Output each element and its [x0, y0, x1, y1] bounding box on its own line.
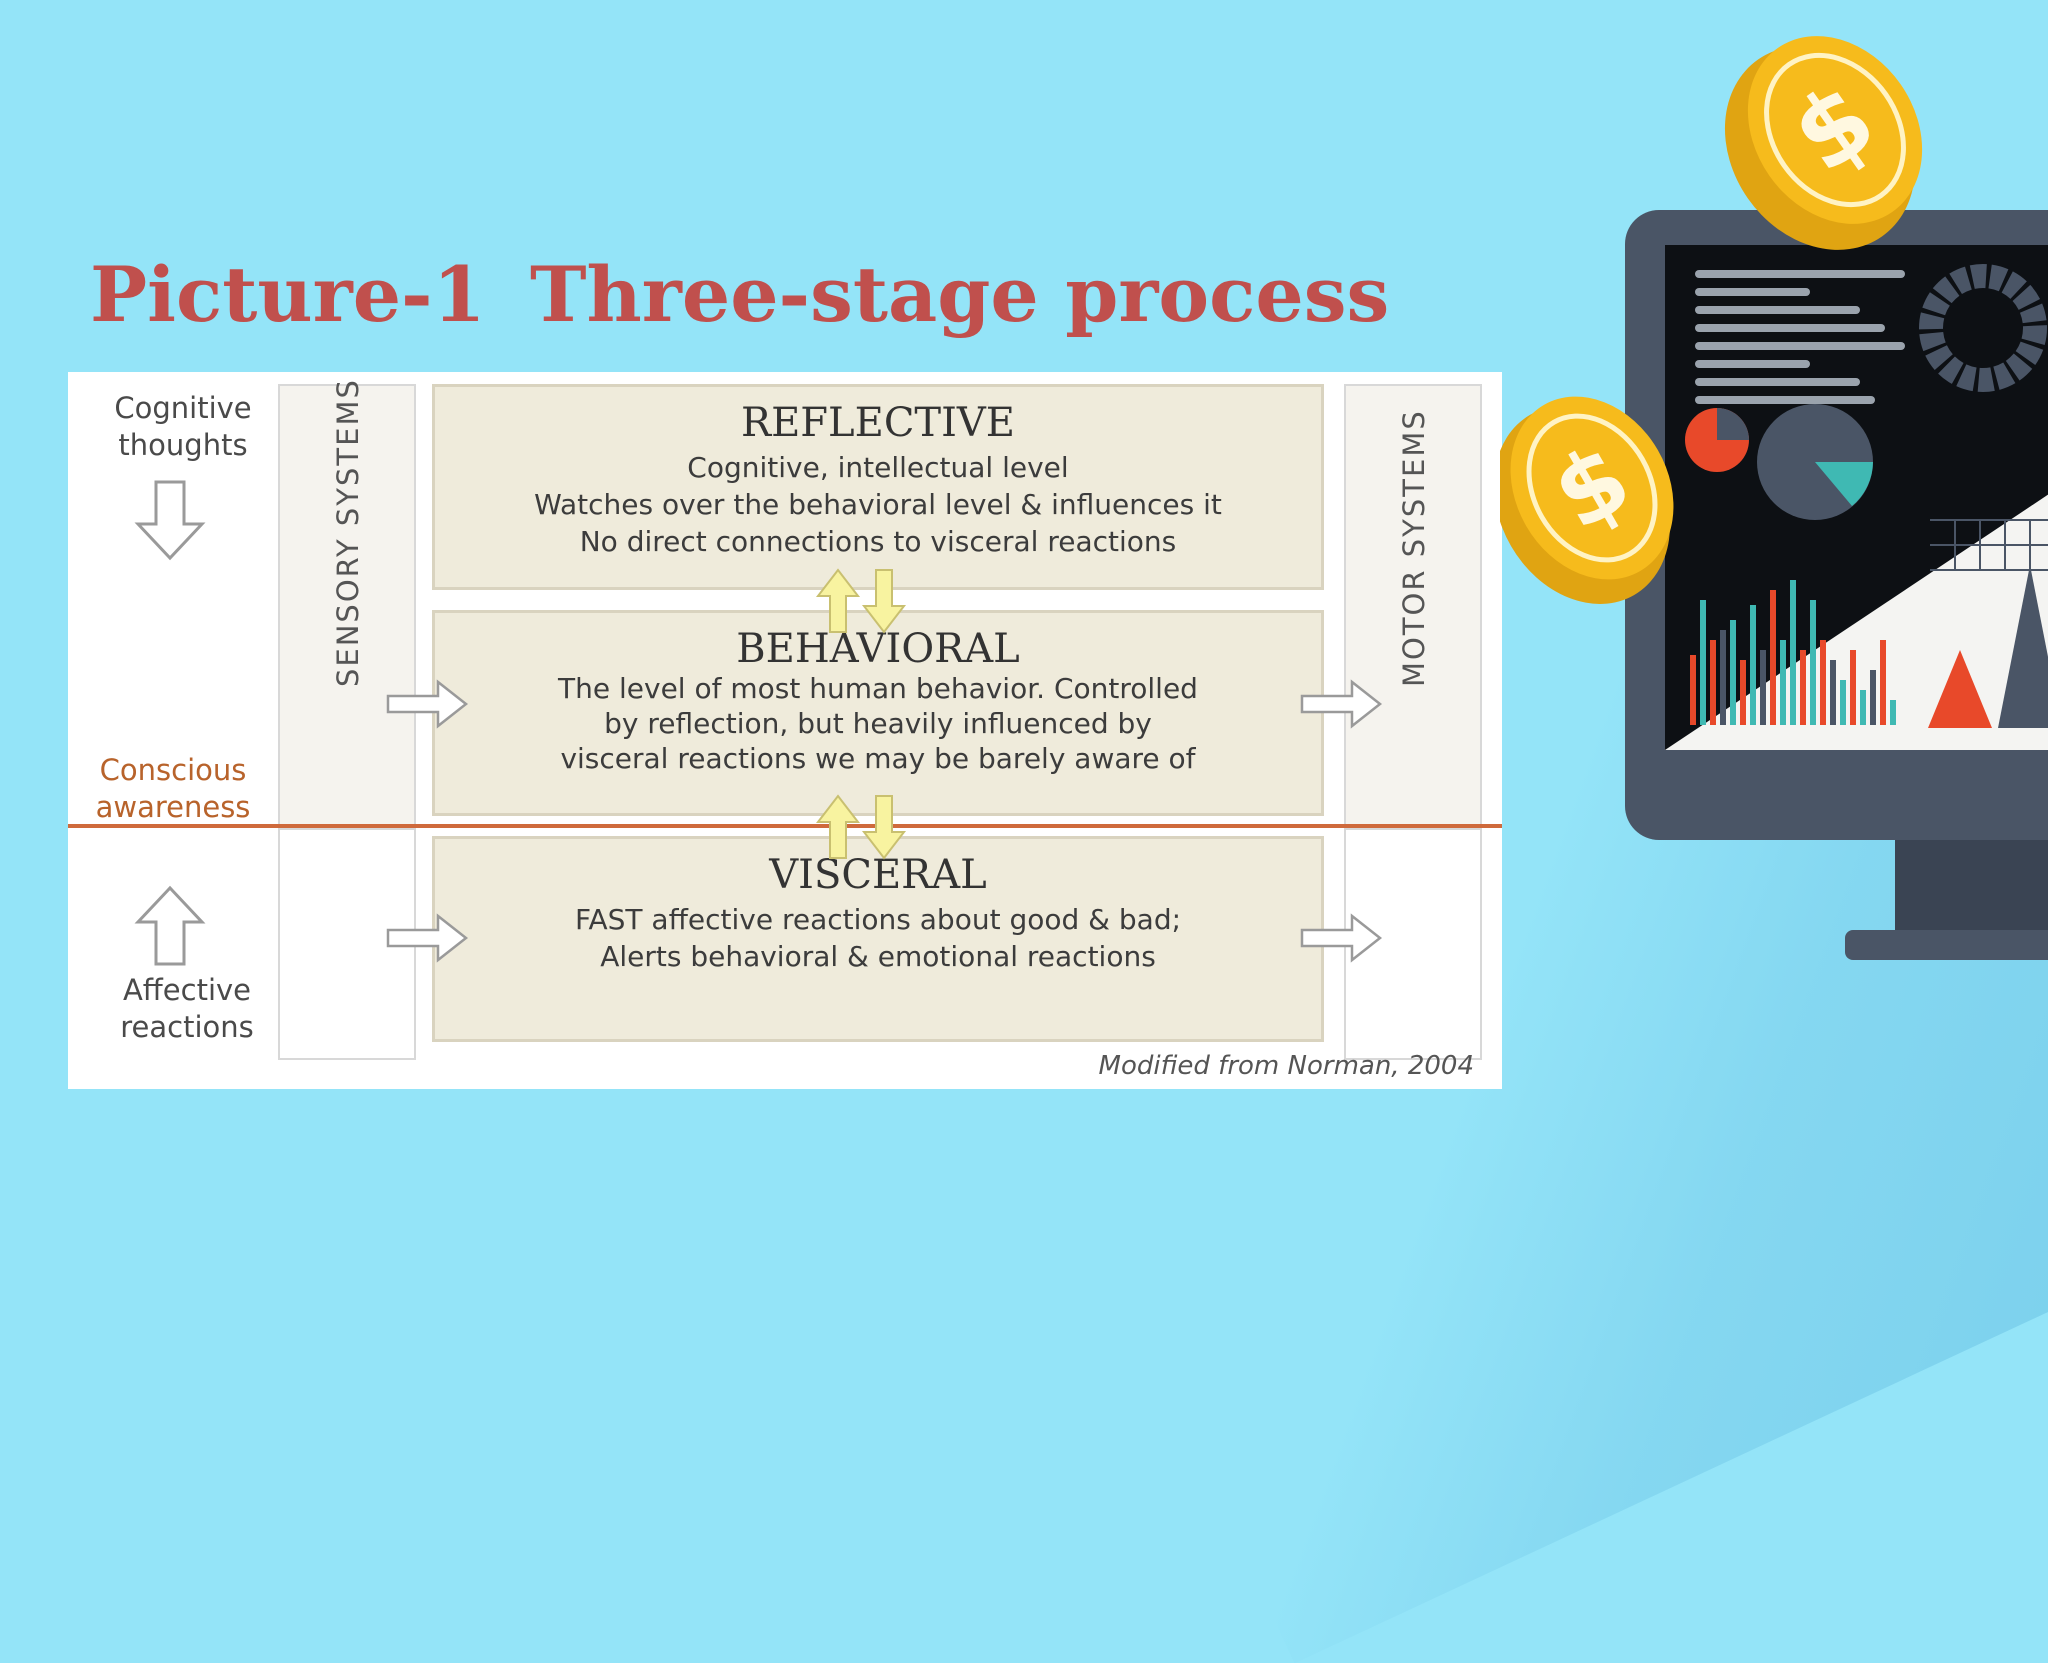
- cognitive-thoughts-label: Cognitive thoughts: [114, 391, 252, 462]
- sensory-systems-label: SENSORY SYSTEMS: [331, 378, 365, 687]
- attribution: Modified from Norman, 2004: [1098, 1051, 1474, 1081]
- reflective-stage: REFLECTIVE Cognitive, intellectual level…: [432, 384, 1324, 590]
- up-down-arrows-icon: [815, 794, 907, 860]
- right-arrow-icon: [1300, 913, 1383, 963]
- motor-systems-label: MOTOR SYSTEMS: [1397, 409, 1431, 687]
- behavioral-title: BEHAVIORAL: [736, 626, 1020, 672]
- analytics-monitor-icon: [1625, 210, 2048, 960]
- reflective-description: Cognitive, intellectual level Watches ov…: [534, 451, 1222, 558]
- picture-label: Picture-1: [90, 250, 486, 339]
- reflective-title: REFLECTIVE: [740, 400, 1015, 446]
- sensory-systems-column: [278, 384, 416, 828]
- slide-title: Three-stage process: [530, 250, 1390, 339]
- right-arrow-icon: [386, 679, 469, 729]
- down-arrow-icon: [134, 480, 206, 561]
- affective-reactions-label: Affective reactions: [120, 973, 254, 1044]
- up-down-arrows-icon: [815, 568, 907, 634]
- visceral-description: FAST affective reactions about good & ba…: [574, 903, 1182, 973]
- visceral-stage: VISCERAL FAST affective reactions about …: [432, 836, 1324, 1042]
- conscious-awareness-label: Conscious awareness: [95, 753, 251, 824]
- behavioral-stage: BEHAVIORAL The level of most human behav…: [432, 610, 1324, 816]
- right-arrow-icon: [1300, 679, 1383, 729]
- dollar-coin-icon: $: [1724, 36, 1923, 250]
- visceral-title: VISCERAL: [769, 852, 987, 898]
- analytics-illustration: $ $: [1500, 36, 2048, 960]
- three-stage-diagram: Cognitive thoughts Conscious awareness A…: [68, 372, 1502, 1089]
- right-arrow-icon: [386, 913, 469, 963]
- conscious-awareness-divider: [68, 824, 1502, 828]
- up-arrow-icon: [134, 885, 206, 966]
- behavioral-description: The level of most human behavior. Contro…: [558, 672, 1198, 775]
- dollar-coin-icon: $: [1500, 396, 1674, 604]
